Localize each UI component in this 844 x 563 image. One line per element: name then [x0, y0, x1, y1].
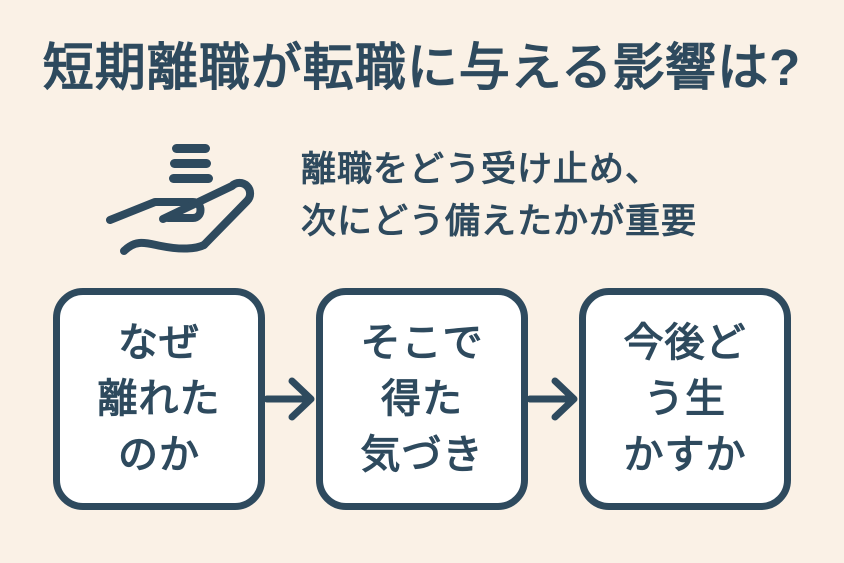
page-title: 短期離職が転職に与える影響は? — [42, 39, 802, 96]
step-line: う生 — [644, 377, 726, 421]
step-line: のか — [118, 433, 200, 477]
flow-step-insights-gained: そこで 得た 気づき — [316, 288, 528, 510]
right-arrow-icon — [528, 371, 579, 427]
lead-text: 離職をどう受け止め、 次にどう備えたかが重要 — [301, 142, 697, 248]
flow-diagram: なぜ 離れた のか そこで 得た 気づき — [0, 288, 844, 510]
step-line: 気づき — [360, 433, 484, 477]
step-line: 得た — [381, 377, 463, 421]
hand-holding-lines-icon — [105, 142, 257, 256]
lead-line-2: 次にどう備えたかが重要 — [301, 202, 698, 241]
step-line: 離れた — [97, 377, 221, 421]
step-line: なぜ — [118, 321, 200, 365]
flow-step-future-use: 今後ど う生 かすか — [579, 288, 791, 510]
right-arrow-icon — [265, 371, 316, 427]
step-line: かすか — [623, 433, 747, 477]
lead-line-1: 離職をどう受け止め、 — [301, 150, 662, 189]
lead-section: 離職をどう受け止め、 次にどう備えたかが重要 — [0, 142, 844, 256]
step-line: 今後ど — [623, 321, 747, 365]
step-line: そこで — [360, 321, 484, 365]
flow-step-why-left: なぜ 離れた のか — [53, 288, 265, 510]
